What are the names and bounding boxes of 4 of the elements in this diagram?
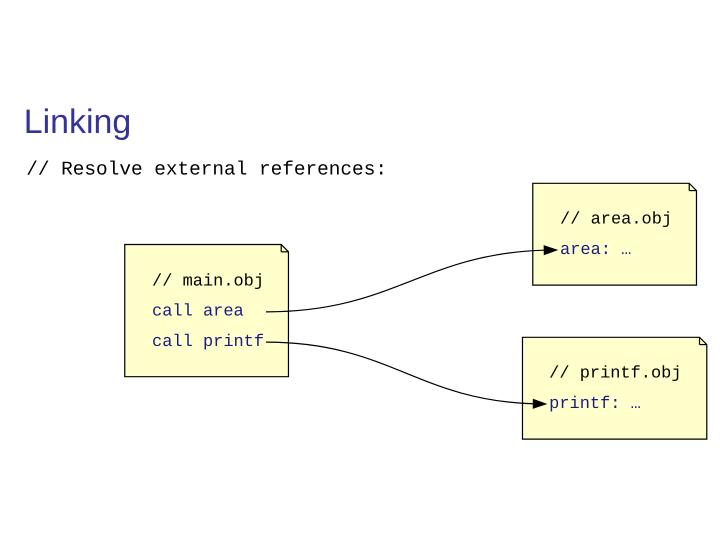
arrow [266,245,558,312]
label: // Resolve external references: [26,158,387,181]
diagram-title: Linking [24,102,132,141]
arrow [266,342,548,409]
